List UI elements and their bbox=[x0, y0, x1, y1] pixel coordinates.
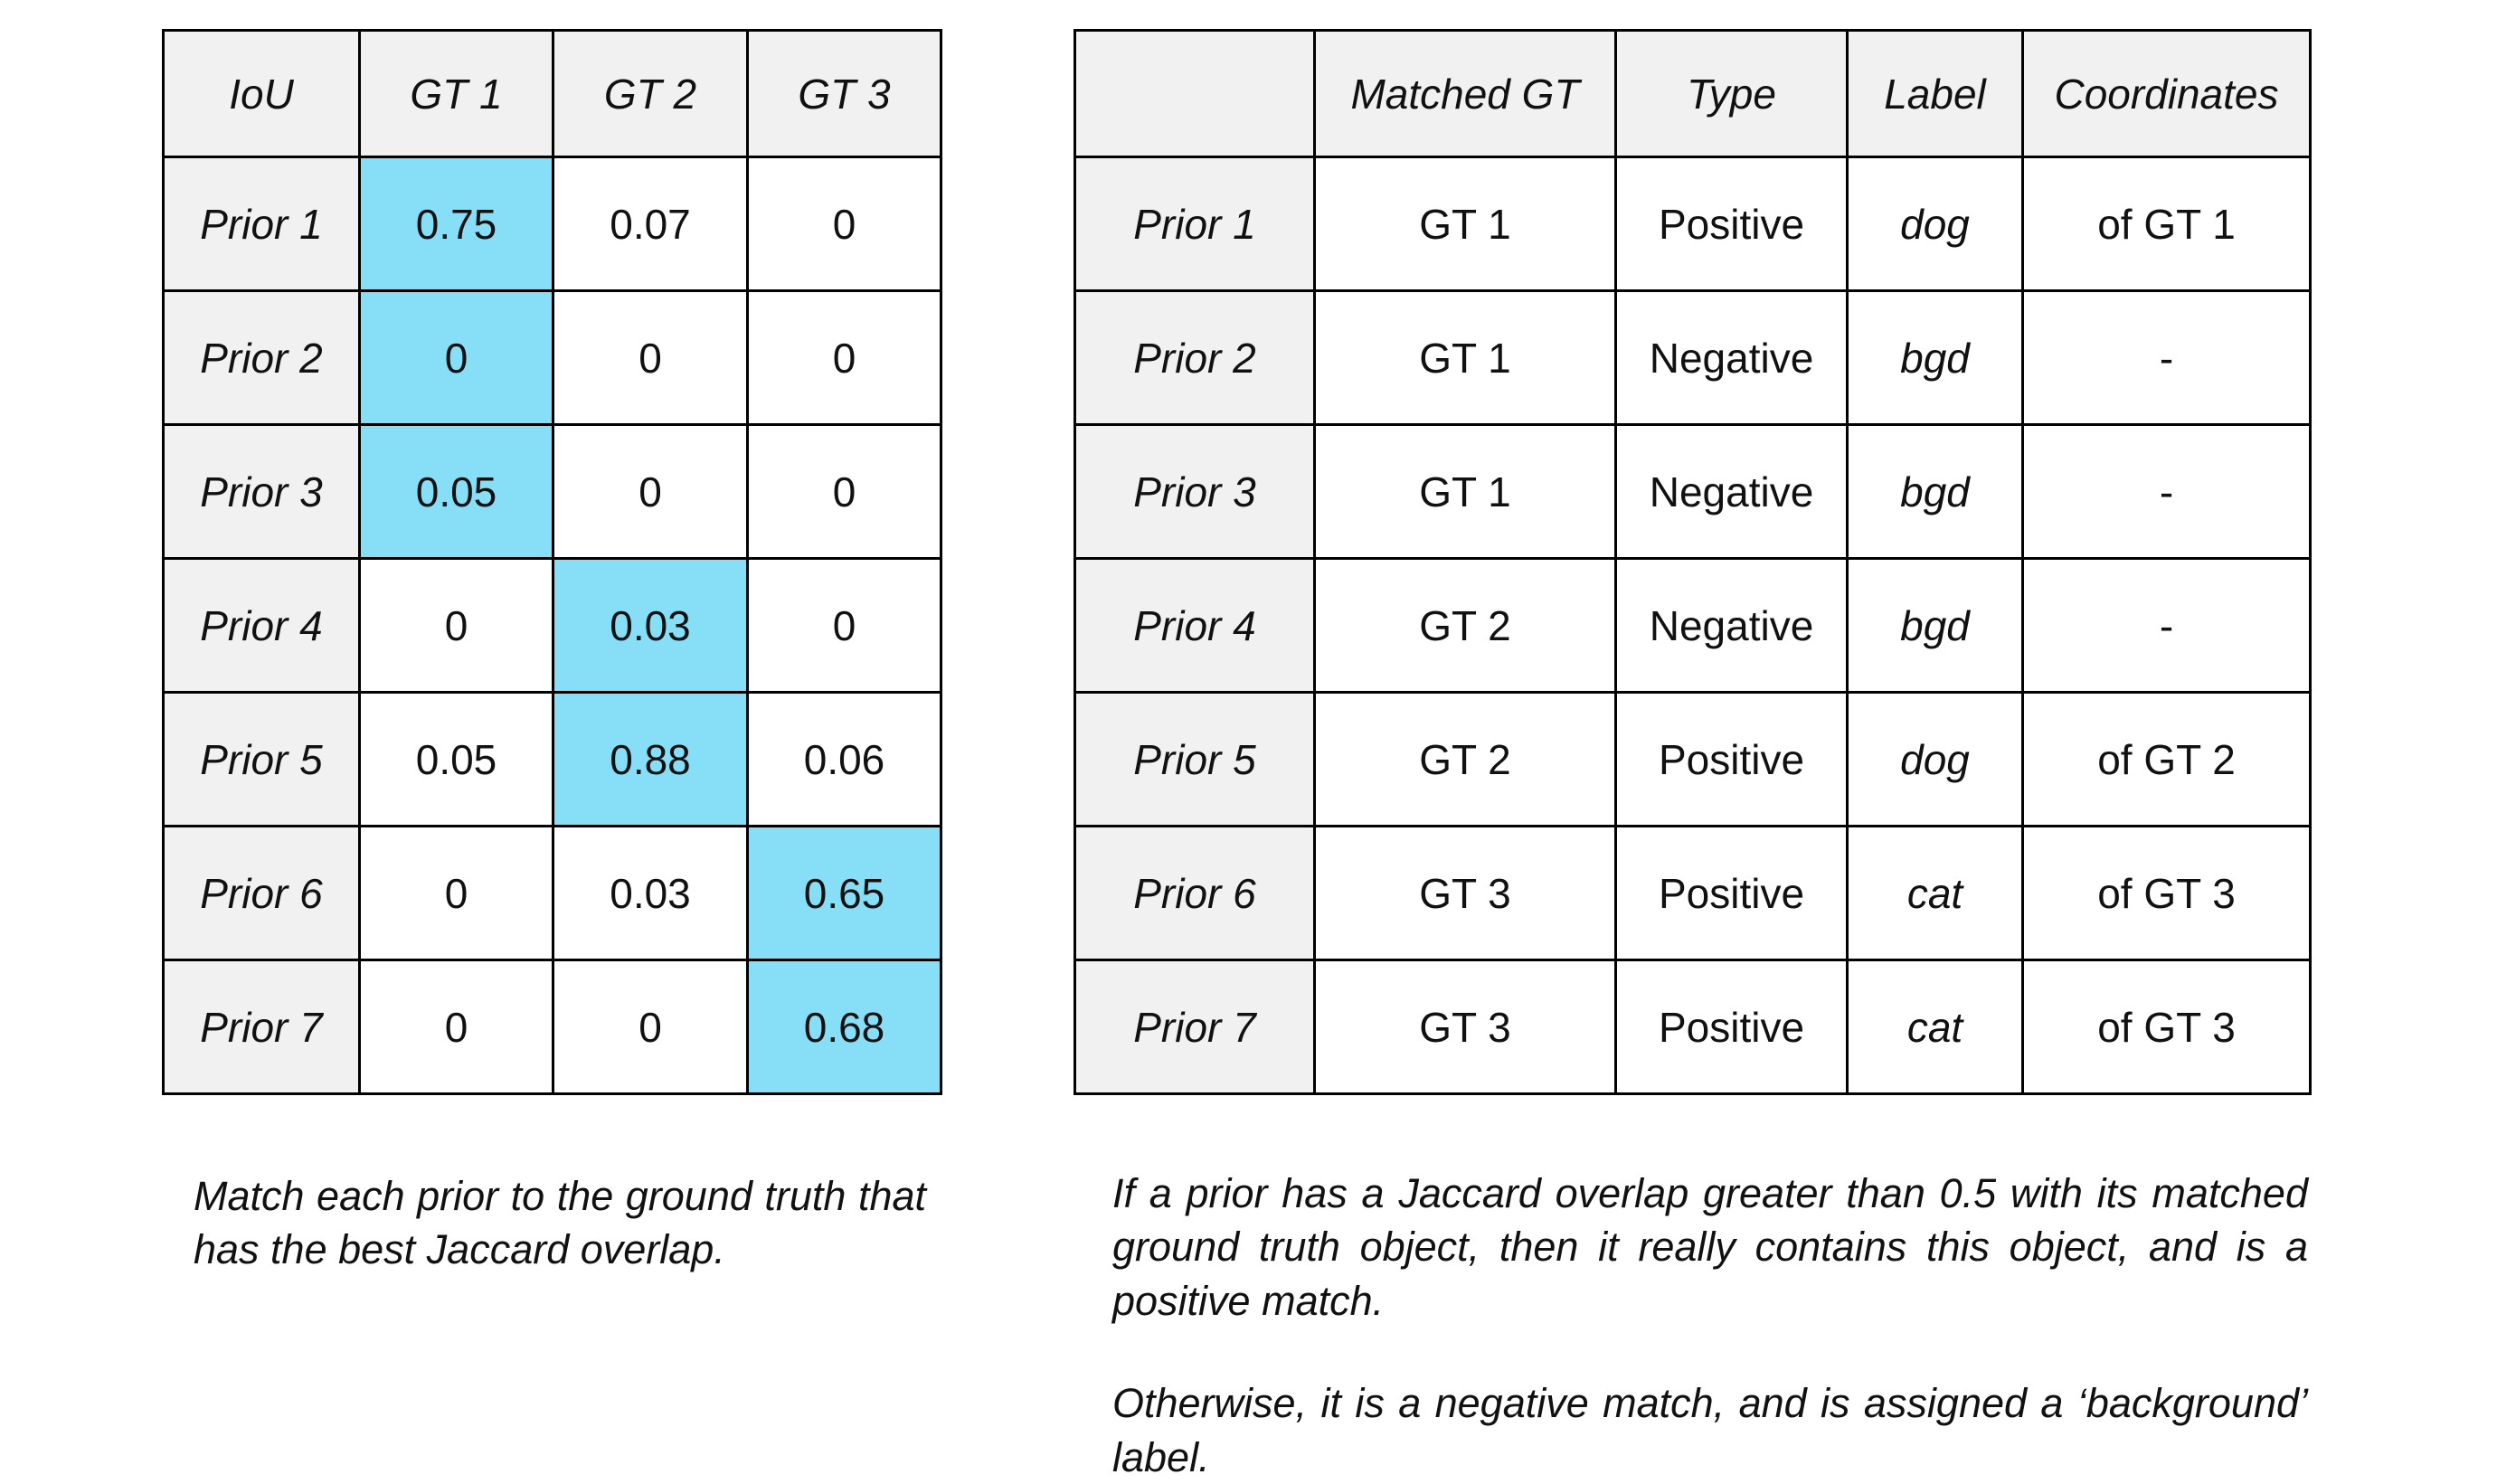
iou-value-cell: 0.07 bbox=[552, 156, 749, 292]
iou-value-cell: 0 bbox=[746, 156, 942, 292]
coordinates-cell: of GT 1 bbox=[2021, 156, 2312, 292]
iou-header-cell: GT 2 bbox=[552, 29, 749, 158]
matched-gt-cell: GT 1 bbox=[1313, 423, 1617, 560]
match-header-cell: Type bbox=[1614, 29, 1849, 158]
iou-row-label: Prior 4 bbox=[162, 557, 361, 694]
iou-row-label: Prior 2 bbox=[162, 289, 361, 426]
coordinates-cell: of GT 3 bbox=[2021, 825, 2312, 961]
coordinates-cell: - bbox=[2021, 423, 2312, 560]
match-row-label: Prior 4 bbox=[1074, 557, 1316, 694]
type-cell: Negative bbox=[1614, 557, 1849, 694]
iou-row-label: Prior 6 bbox=[162, 825, 361, 961]
label-cell: dog bbox=[1846, 156, 2024, 292]
match-header-cell: Coordinates bbox=[2021, 29, 2312, 158]
iou-header-cell: IoU bbox=[162, 29, 361, 158]
type-cell: Negative bbox=[1614, 289, 1849, 426]
iou-value-cell: 0 bbox=[746, 289, 942, 426]
iou-value-cell: 0.68 bbox=[746, 959, 942, 1095]
matched-gt-cell: GT 2 bbox=[1313, 691, 1617, 827]
type-cell: Positive bbox=[1614, 825, 1849, 961]
iou-row-label: Prior 1 bbox=[162, 156, 361, 292]
iou-value-cell: 0.05 bbox=[358, 423, 554, 560]
iou-header-cell: GT 1 bbox=[358, 29, 554, 158]
type-cell: Positive bbox=[1614, 156, 1849, 292]
iou-value-cell: 0.06 bbox=[746, 691, 942, 827]
match-row-label: Prior 3 bbox=[1074, 423, 1316, 560]
match-header-cell: Matched GT bbox=[1313, 29, 1617, 158]
coordinates-cell: of GT 2 bbox=[2021, 691, 2312, 827]
iou-caption: Match each prior to the ground truth tha… bbox=[194, 1173, 926, 1273]
label-cell: bgd bbox=[1846, 289, 2024, 426]
match-caption: If a prior has a Jaccard overlap greater… bbox=[1112, 1167, 2308, 1484]
label-cell: bgd bbox=[1846, 423, 2024, 560]
match-row-label: Prior 6 bbox=[1074, 825, 1316, 961]
iou-value-cell: 0 bbox=[746, 557, 942, 694]
iou-value-cell: 0 bbox=[552, 423, 749, 560]
iou-value-cell: 0 bbox=[552, 289, 749, 426]
match-header-cell bbox=[1074, 29, 1316, 158]
iou-value-cell: 0.65 bbox=[746, 825, 942, 961]
iou-value-cell: 0.75 bbox=[358, 156, 554, 292]
iou-value-cell: 0 bbox=[358, 557, 554, 694]
match-row-label: Prior 7 bbox=[1074, 959, 1316, 1095]
label-cell: bgd bbox=[1846, 557, 2024, 694]
type-cell: Positive bbox=[1614, 691, 1849, 827]
matched-gt-cell: GT 1 bbox=[1313, 289, 1617, 426]
match-caption-paragraph-1: If a prior has a Jaccard overlap greater… bbox=[1112, 1170, 2308, 1324]
iou-value-cell: 0.05 bbox=[358, 691, 554, 827]
iou-value-cell: 0.03 bbox=[552, 825, 749, 961]
iou-row-label: Prior 7 bbox=[162, 959, 361, 1095]
iou-value-cell: 0 bbox=[358, 959, 554, 1095]
matched-gt-cell: GT 3 bbox=[1313, 825, 1617, 961]
iou-row-label: Prior 3 bbox=[162, 423, 361, 560]
type-cell: Positive bbox=[1614, 959, 1849, 1095]
coordinates-cell: - bbox=[2021, 557, 2312, 694]
iou-value-cell: 0 bbox=[358, 289, 554, 426]
iou-value-cell: 0.03 bbox=[552, 557, 749, 694]
label-cell: dog bbox=[1846, 691, 2024, 827]
matched-gt-cell: GT 3 bbox=[1313, 959, 1617, 1095]
label-cell: cat bbox=[1846, 959, 2024, 1095]
type-cell: Negative bbox=[1614, 423, 1849, 560]
matched-gt-cell: GT 2 bbox=[1313, 557, 1617, 694]
match-row-label: Prior 5 bbox=[1074, 691, 1316, 827]
match-row-label: Prior 2 bbox=[1074, 289, 1316, 426]
coordinates-cell: of GT 3 bbox=[2021, 959, 2312, 1095]
coordinates-cell: - bbox=[2021, 289, 2312, 426]
iou-row-label: Prior 5 bbox=[162, 691, 361, 827]
iou-value-cell: 0 bbox=[358, 825, 554, 961]
match-caption-paragraph-2: Otherwise, it is a negative match, and i… bbox=[1112, 1380, 2308, 1480]
iou-header-cell: GT 3 bbox=[746, 29, 942, 158]
match-header-cell: Label bbox=[1846, 29, 2024, 158]
iou-value-cell: 0 bbox=[746, 423, 942, 560]
label-cell: cat bbox=[1846, 825, 2024, 961]
iou-value-cell: 0.88 bbox=[552, 691, 749, 827]
match-row-label: Prior 1 bbox=[1074, 156, 1316, 292]
iou-value-cell: 0 bbox=[552, 959, 749, 1095]
matched-gt-cell: GT 1 bbox=[1313, 156, 1617, 292]
